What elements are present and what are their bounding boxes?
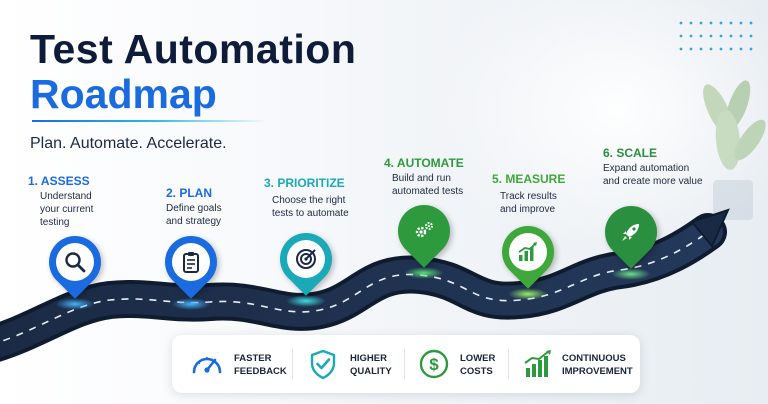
step-4-pin[interactable] bbox=[387, 194, 461, 285]
svg-text:$: $ bbox=[429, 355, 439, 374]
pin-glow bbox=[611, 268, 651, 280]
step-5-desc: Track results and improve bbox=[500, 191, 557, 215]
step-4-title: 4. AUTOMATE bbox=[384, 156, 464, 170]
step-5-title: 5. MEASURE bbox=[492, 172, 566, 186]
step-2-desc: Define goals and strategy bbox=[166, 203, 222, 227]
benefit-divider bbox=[404, 349, 405, 379]
step-4-desc: Build and run automated tests bbox=[392, 173, 464, 197]
dollar-icon: $ bbox=[419, 349, 449, 379]
benefit-continuous-improvement: CONTINUOUS IMPROVEMENT bbox=[522, 335, 638, 393]
shield-check-icon bbox=[310, 349, 336, 380]
dot-grid-decoration bbox=[679, 21, 753, 51]
step-1-pin[interactable] bbox=[38, 225, 112, 316]
magnifier-icon bbox=[65, 252, 86, 273]
step-1-title: 1. ASSESS bbox=[28, 174, 90, 188]
step-3-title: 3. PRIORITIZE bbox=[264, 176, 345, 190]
step-6-desc: Expand automation and create more value bbox=[603, 163, 703, 187]
tagline: Plan. Automate. Accelerate. bbox=[30, 135, 227, 152]
pin-glow bbox=[286, 295, 326, 307]
step-3-desc: Choose the right tests to automate bbox=[272, 195, 349, 219]
benefits-panel: FASTER FEEDBACK HIGHER QUALITY $ LOWER C… bbox=[172, 335, 640, 393]
pin-glow bbox=[171, 298, 211, 310]
bar-chart-icon bbox=[518, 242, 537, 261]
benefit-higher-quality: HIGHER QUALITY bbox=[308, 335, 408, 393]
benefit-faster-feedback: FASTER FEEDBACK bbox=[190, 335, 290, 393]
benefit-label: HIGHER QUALITY bbox=[350, 353, 392, 377]
clipboard-icon bbox=[183, 252, 199, 273]
step-6-pin[interactable] bbox=[594, 195, 668, 286]
benefit-divider bbox=[508, 349, 509, 379]
step-6-title: 6. SCALE bbox=[603, 146, 658, 160]
step-1-desc: Understand your current testing bbox=[40, 191, 94, 228]
page-title-line2: Roadmap bbox=[30, 71, 217, 117]
benefit-label: CONTINUOUS IMPROVEMENT bbox=[562, 353, 633, 377]
step-3-pin[interactable] bbox=[269, 222, 343, 313]
pin-face bbox=[56, 243, 94, 281]
pin-face bbox=[172, 243, 210, 281]
target-icon bbox=[296, 249, 316, 269]
step-5-pin[interactable] bbox=[491, 215, 565, 306]
title-underline bbox=[32, 120, 267, 122]
benefit-label: LOWER COSTS bbox=[460, 353, 496, 377]
growth-chart-icon bbox=[524, 350, 551, 377]
plant-decoration bbox=[703, 80, 766, 220]
speedometer-icon bbox=[192, 357, 222, 374]
pin-glow bbox=[404, 267, 444, 279]
step-2-title: 2. PLAN bbox=[166, 186, 213, 200]
pin-glow bbox=[508, 288, 548, 300]
step-2-pin[interactable] bbox=[154, 225, 228, 316]
page-title-line1: Test Automation bbox=[30, 26, 357, 72]
gears-icon bbox=[415, 222, 433, 238]
benefit-divider bbox=[292, 349, 293, 379]
benefit-label: FASTER FEEDBACK bbox=[234, 353, 287, 377]
rocket-icon bbox=[622, 224, 639, 241]
pin-glow bbox=[55, 298, 95, 310]
benefit-lower-costs: $ LOWER COSTS bbox=[418, 335, 518, 393]
